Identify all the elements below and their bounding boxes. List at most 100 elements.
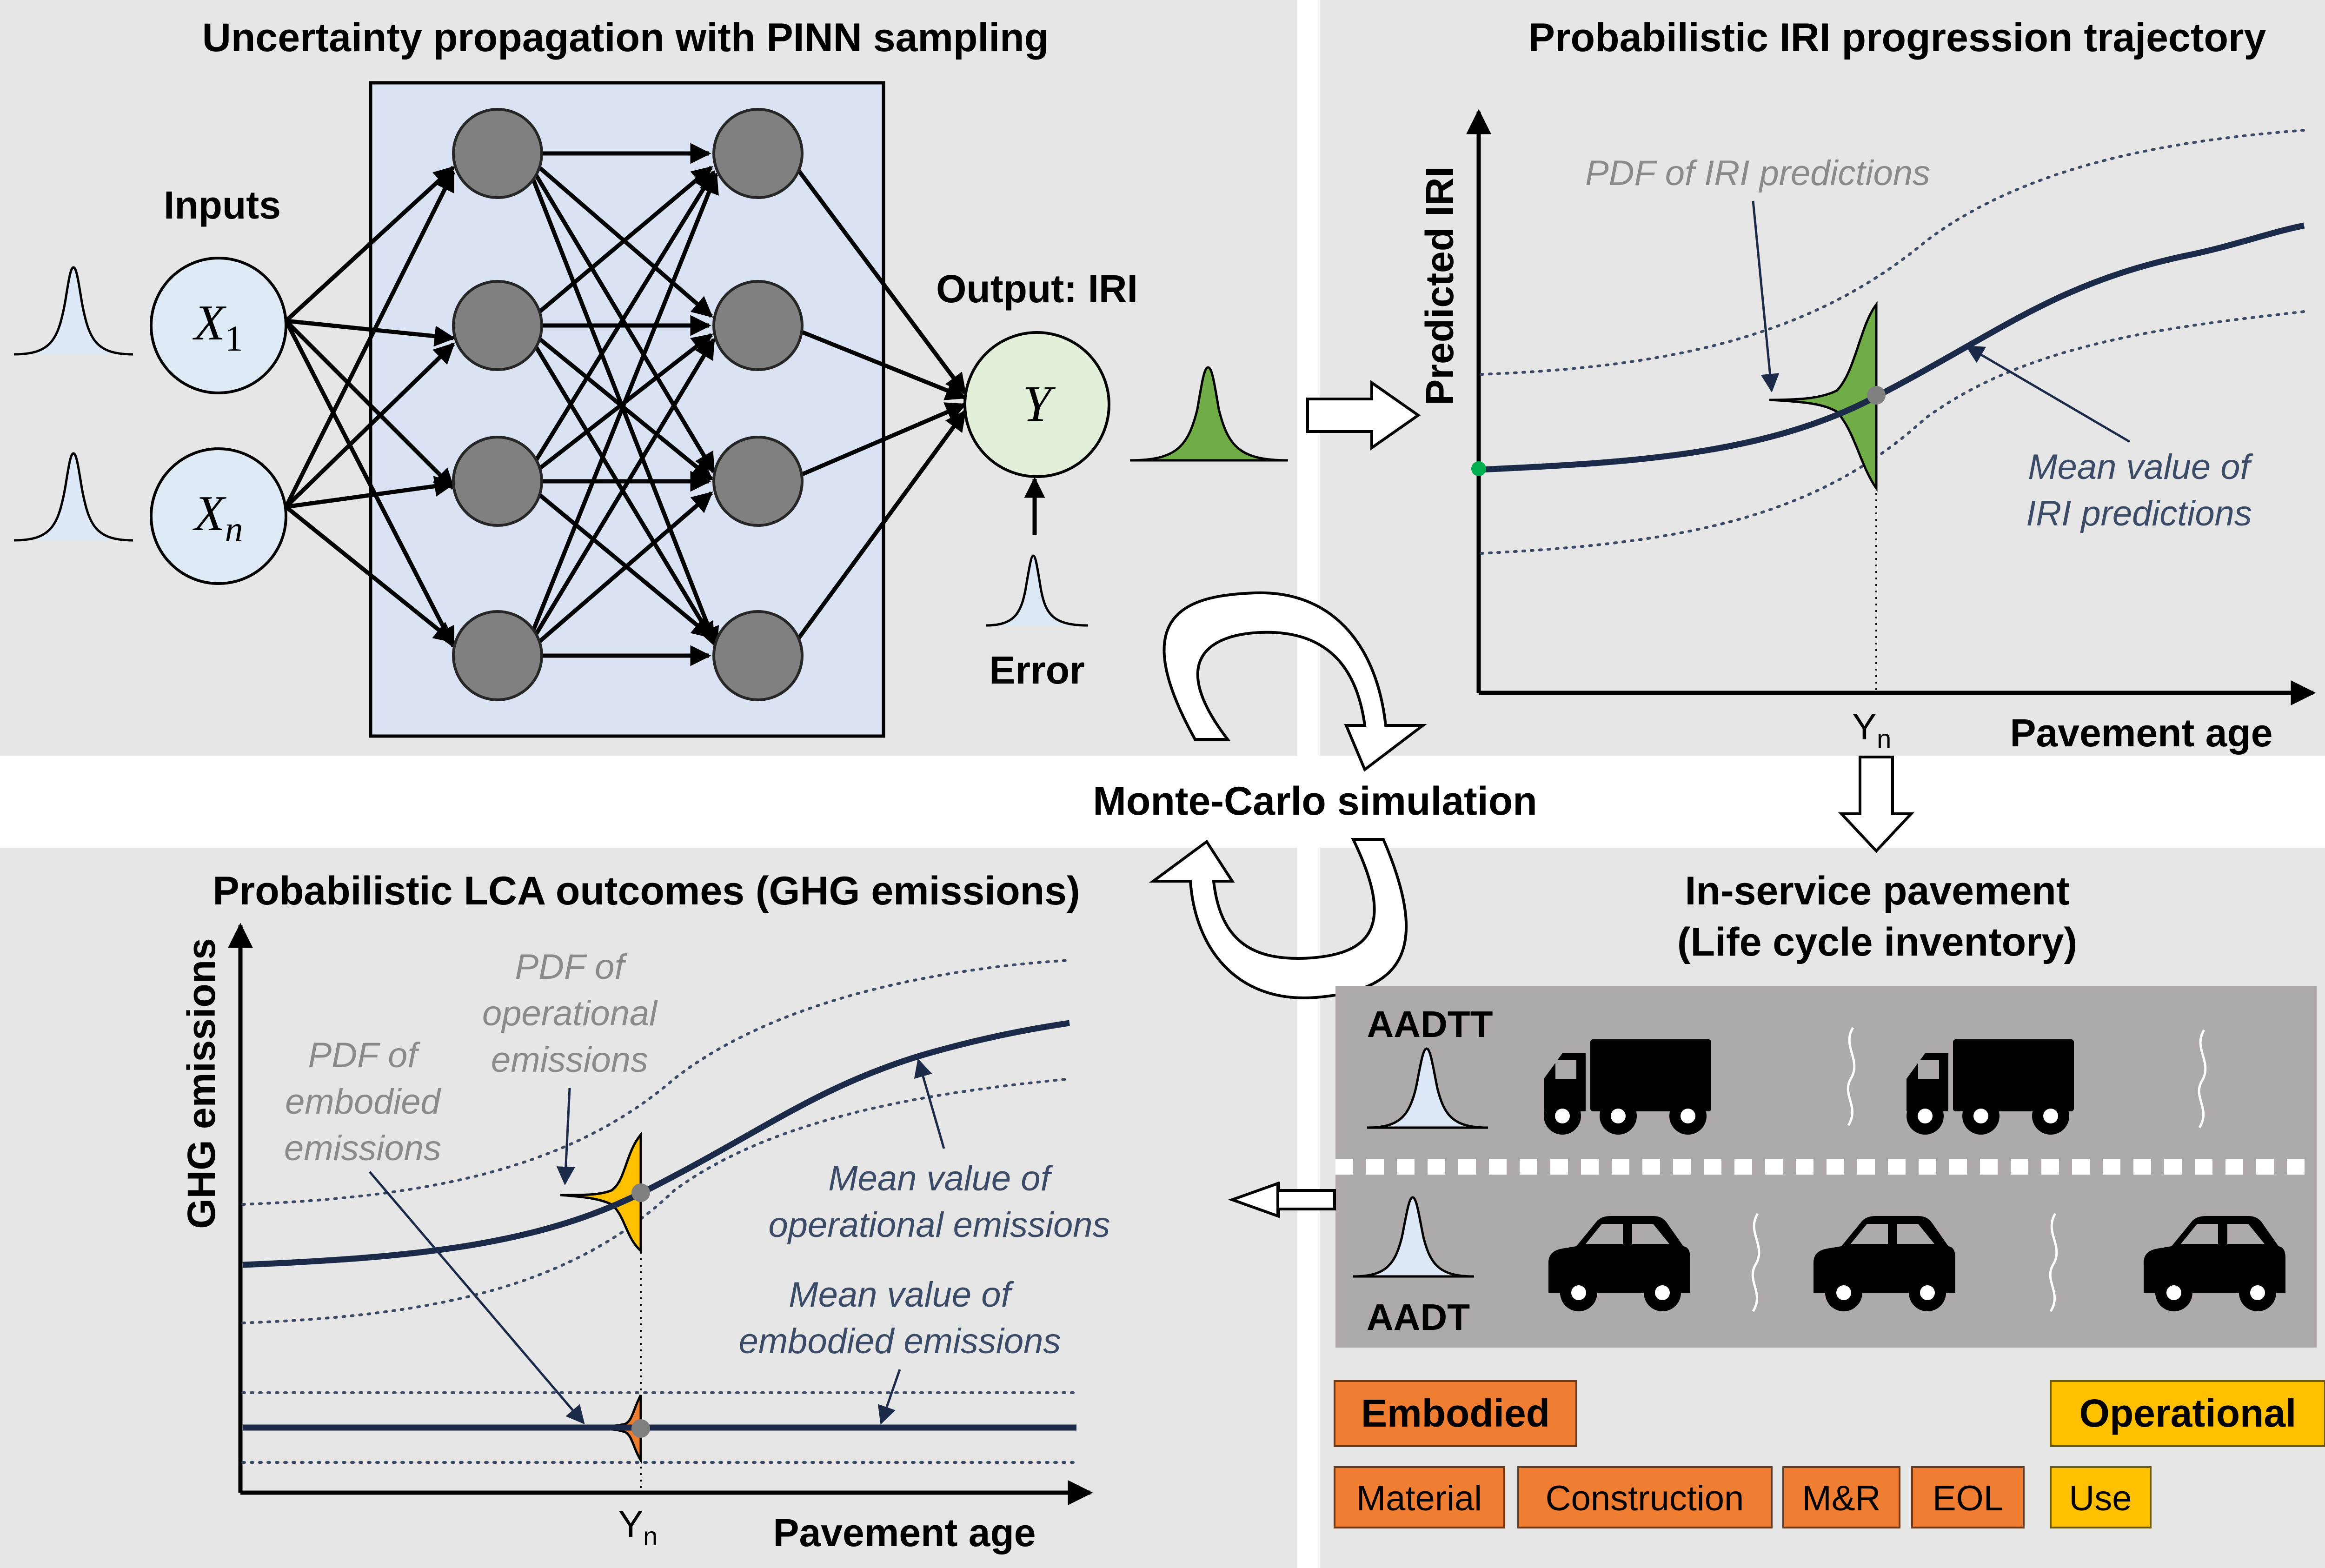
operational-pdf-distribution — [560, 1131, 642, 1254]
motion-squiggle — [1751, 1213, 1760, 1312]
inputs-label: Inputs — [164, 183, 281, 227]
output-label: Output: IRI — [936, 267, 1138, 311]
embodied-pdf-pointer — [369, 1171, 585, 1425]
iri-x-axis-label: Pavement age — [2010, 711, 2273, 755]
operational-pdf-label-line2: operational — [482, 994, 658, 1033]
embodied-pdf-label-line2: embodied — [285, 1082, 442, 1122]
lane-top-label: AADTT — [1367, 1003, 1493, 1045]
cycle-arrow-icon-lower — [1149, 838, 1408, 999]
embodied-item-mr — [1782, 1466, 1900, 1528]
hidden-node — [452, 610, 543, 701]
operational-pdf-label-line3: emissions — [491, 1040, 648, 1080]
embodied-mean-label-line1: Mean value of — [789, 1275, 1014, 1315]
operational-header-box — [2050, 1380, 2325, 1447]
embodied-item-eol — [1911, 1466, 2025, 1528]
iri-panel-background — [1320, 0, 2325, 756]
embodied-pdf-label-line1: PDF of — [308, 1036, 420, 1075]
motion-squiggle — [2198, 1029, 2207, 1129]
embodied-pdf-label-line3: emissions — [284, 1129, 441, 1168]
inventory-to-lca-arrow-outline — [1228, 1181, 1279, 1218]
hidden-layer-2 — [712, 108, 804, 701]
lca-operational-mean-line — [242, 1020, 1070, 1268]
embodied-item-material — [1334, 1466, 1505, 1528]
pinn-to-iri-hollow-arrow-icon — [1306, 380, 1421, 451]
iri-lower-bound — [1480, 310, 2305, 555]
iri-pdf-pointer — [1752, 200, 1780, 392]
iri-panel-title: Probabilistic IRI progression trajectory — [1528, 15, 2266, 60]
truck-icon — [1544, 1039, 1711, 1135]
lca-x-marker: Yn — [618, 1503, 658, 1551]
hidden-node — [712, 108, 804, 199]
embodied-item-eol-label: EOL — [1933, 1479, 2003, 1518]
lca-x-axis-label: Pavement age — [773, 1511, 1036, 1555]
lca-panel-background — [0, 848, 1297, 1568]
motion-squiggle — [1847, 1027, 1856, 1126]
aadtt-bell-curve-icon — [1367, 1047, 1488, 1129]
embodied-mean-pointer — [877, 1369, 901, 1425]
truck-icon — [1906, 1039, 2074, 1135]
embodied-mean-label-line2: embodied emissions — [739, 1322, 1061, 1361]
iri-yn-point — [1867, 386, 1886, 405]
iri-initial-point — [1471, 461, 1486, 476]
input-xn-bell-curve-icon — [13, 452, 133, 542]
hidden-node — [452, 280, 543, 371]
iri-to-inventory-hollow-arrow-icon — [1838, 756, 1914, 853]
inventory-to-lca-hollow-arrow-icon — [1279, 1189, 1336, 1210]
pinn-panel: Uncertainty propagation with PINN sampli… — [13, 15, 1421, 738]
inventory-title-line1: In-service pavement — [1685, 869, 2070, 913]
iri-mean-line — [1481, 222, 2305, 473]
input-node-x1 — [150, 257, 287, 394]
inventory-panel: In-service pavement (Life cycle inventor… — [1228, 869, 2325, 1528]
operational-mean-pointer — [914, 1058, 945, 1149]
embodied-item-mr-label: M&R — [1802, 1479, 1881, 1518]
iri-pdf-distribution — [1769, 301, 1878, 492]
monte-carlo-label: Monte-Carlo simulation — [1093, 779, 1537, 824]
operational-pdf-pointer — [556, 1088, 575, 1185]
embodied-item-material-label: Material — [1356, 1479, 1482, 1518]
lca-operational-lower-bound — [241, 1077, 1071, 1324]
car-icon — [2144, 1216, 2285, 1311]
cycle-arrow-icon-upper — [1162, 591, 1427, 772]
network-connections — [284, 143, 1045, 666]
operational-header-label: Operational — [2079, 1391, 2297, 1435]
operational-mean-label-line1: Mean value of — [828, 1159, 1053, 1198]
hidden-layer-1 — [452, 108, 543, 701]
lca-panel: Probabilistic LCA outcomes (GHG emission… — [179, 869, 1110, 1555]
hidden-node — [712, 280, 804, 371]
car-icon — [1548, 1216, 1690, 1311]
embodied-header-box — [1334, 1380, 1577, 1447]
aadt-bell-curve-icon — [1353, 1196, 1475, 1278]
iri-y-axis-label: Predicted IRI — [1418, 166, 1461, 405]
motion-squiggle — [2049, 1213, 2058, 1312]
hidden-node — [712, 436, 804, 527]
input-x1-bell-curve-icon — [13, 266, 133, 356]
pinn-panel-title: Uncertainty propagation with PINN sampli… — [202, 15, 1049, 60]
hidden-node — [452, 108, 543, 199]
iri-panel: Probabilistic IRI progression trajectory… — [1418, 15, 2316, 853]
iri-mean-label-line1: Mean value of — [2028, 447, 2253, 487]
lca-operational-yn-point — [631, 1183, 650, 1202]
car-icon — [1814, 1216, 1955, 1311]
monte-carlo-cycle: Monte-Carlo simulation — [1093, 591, 1537, 999]
lane-bottom-label: AADT — [1367, 1296, 1470, 1338]
inventory-title-line2: (Life cycle inventory) — [1677, 920, 2077, 964]
lca-embodied-yn-point — [631, 1419, 650, 1438]
operational-item-use — [2050, 1466, 2152, 1528]
iri-mean-label-line2: IRI predictions — [2026, 494, 2252, 533]
embodied-item-construction-label: Construction — [1546, 1479, 1744, 1518]
output-distribution-bell-curve-icon — [1129, 366, 1289, 462]
operational-item-use-label: Use — [2069, 1479, 2132, 1518]
embodied-header-label: Embodied — [1361, 1391, 1550, 1435]
operational-mean-label-line2: operational emissions — [768, 1205, 1110, 1245]
hidden-node — [712, 610, 804, 701]
error-label: Error — [989, 648, 1084, 692]
iri-pdf-label: PDF of IRI predictions — [1585, 153, 1930, 193]
error-bell-curve-icon — [985, 554, 1089, 627]
lca-y-axis-label: GHG emissions — [179, 938, 223, 1229]
output-node-label: Y — [1023, 375, 1056, 432]
embodied-item-construction — [1517, 1466, 1773, 1528]
input-node-x1-label: X1 — [193, 295, 243, 359]
hidden-node — [452, 436, 543, 527]
